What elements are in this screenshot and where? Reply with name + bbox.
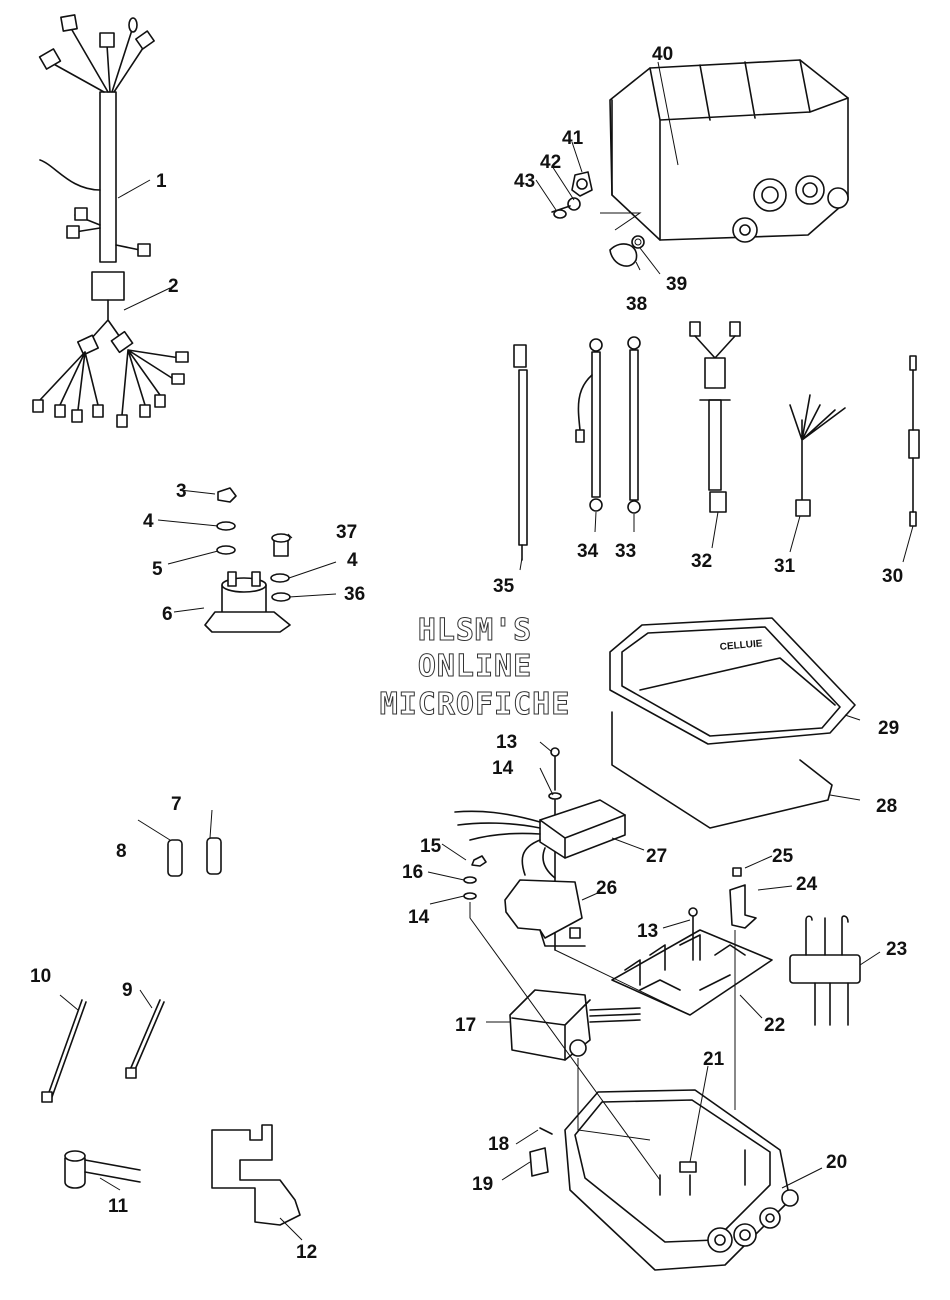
control-module bbox=[454, 747, 626, 951]
leader-lines bbox=[59, 61, 914, 1241]
callout-38: 38 bbox=[626, 294, 647, 315]
callout-17: 17 bbox=[455, 1015, 476, 1036]
callout-15: 15 bbox=[420, 836, 442, 857]
callout-9: 9 bbox=[122, 980, 133, 1001]
callout-33: 33 bbox=[615, 541, 636, 562]
bracket bbox=[211, 1124, 301, 1226]
callout-22: 22 bbox=[764, 1015, 785, 1036]
watermark-line-3: MICROFICHE bbox=[380, 687, 571, 722]
callout-24: 24 bbox=[796, 874, 818, 895]
housing-base bbox=[529, 1089, 799, 1271]
mounting-plate bbox=[463, 855, 586, 947]
callout-8: 8 bbox=[116, 841, 127, 862]
cable-ties bbox=[41, 999, 165, 1103]
control-box-housing bbox=[551, 59, 849, 267]
callout-26: 26 bbox=[596, 878, 617, 899]
callout-28: 28 bbox=[876, 796, 897, 817]
callout-20: 20 bbox=[826, 1152, 847, 1173]
electronic-module bbox=[509, 989, 641, 1061]
cable-assemblies bbox=[513, 321, 920, 561]
watermark-line-2: ONLINE bbox=[418, 649, 532, 684]
callout-35: 35 bbox=[493, 576, 515, 597]
callout-5: 5 bbox=[152, 559, 163, 580]
watermark-line-1: HLSM'S bbox=[418, 613, 532, 648]
callout-40: 40 bbox=[652, 44, 673, 65]
circuit-board bbox=[611, 907, 773, 1016]
relay-bracket bbox=[729, 867, 757, 929]
callout-14b: 14 bbox=[408, 907, 430, 928]
callout-39: 39 bbox=[666, 274, 687, 295]
callout-7: 7 bbox=[171, 794, 182, 815]
callout-31: 31 bbox=[774, 556, 796, 577]
callout-4: 4 bbox=[143, 511, 154, 532]
watermark: HLSM'S ONLINE MICROFICHE bbox=[379, 613, 571, 723]
relay-block bbox=[789, 915, 861, 1026]
solenoid-assembly bbox=[204, 487, 291, 633]
housing-gasket bbox=[611, 711, 833, 829]
callout-29: 29 bbox=[878, 718, 899, 739]
callout-4b: 4 bbox=[347, 550, 358, 571]
callout-labels: 1 2 3 4 5 6 37 4 36 40 41 42 43 38 39 35… bbox=[30, 44, 907, 1263]
callout-1: 1 bbox=[156, 171, 167, 192]
callout-41: 41 bbox=[562, 128, 584, 149]
callout-19: 19 bbox=[472, 1174, 493, 1195]
callout-34: 34 bbox=[577, 541, 599, 562]
callout-12: 12 bbox=[296, 1242, 317, 1263]
callout-10: 10 bbox=[30, 966, 51, 987]
callout-23: 23 bbox=[886, 939, 907, 960]
callout-11: 11 bbox=[108, 1196, 129, 1217]
callout-13: 13 bbox=[496, 732, 517, 753]
fuses bbox=[167, 837, 222, 877]
housing-lid: CELLUIE bbox=[609, 617, 856, 745]
terminal-boot bbox=[64, 1150, 141, 1189]
callout-18: 18 bbox=[488, 1134, 509, 1155]
lid-label: CELLUIE bbox=[719, 638, 763, 653]
callout-43: 43 bbox=[514, 171, 535, 192]
callout-13b: 13 bbox=[637, 921, 658, 942]
callout-27: 27 bbox=[646, 846, 667, 867]
callout-6: 6 bbox=[162, 604, 173, 625]
callout-36: 36 bbox=[344, 584, 365, 605]
callout-25: 25 bbox=[772, 846, 794, 867]
callout-16: 16 bbox=[402, 862, 423, 883]
sub-harness bbox=[32, 271, 189, 428]
main-wiring-harness bbox=[38, 14, 155, 263]
callout-37: 37 bbox=[336, 522, 357, 543]
callout-21: 21 bbox=[703, 1049, 725, 1070]
callout-14: 14 bbox=[492, 758, 514, 779]
callout-2: 2 bbox=[168, 276, 179, 297]
callout-32: 32 bbox=[691, 551, 712, 572]
callout-30: 30 bbox=[882, 566, 903, 587]
callout-42: 42 bbox=[540, 152, 561, 173]
callout-3: 3 bbox=[176, 481, 187, 502]
